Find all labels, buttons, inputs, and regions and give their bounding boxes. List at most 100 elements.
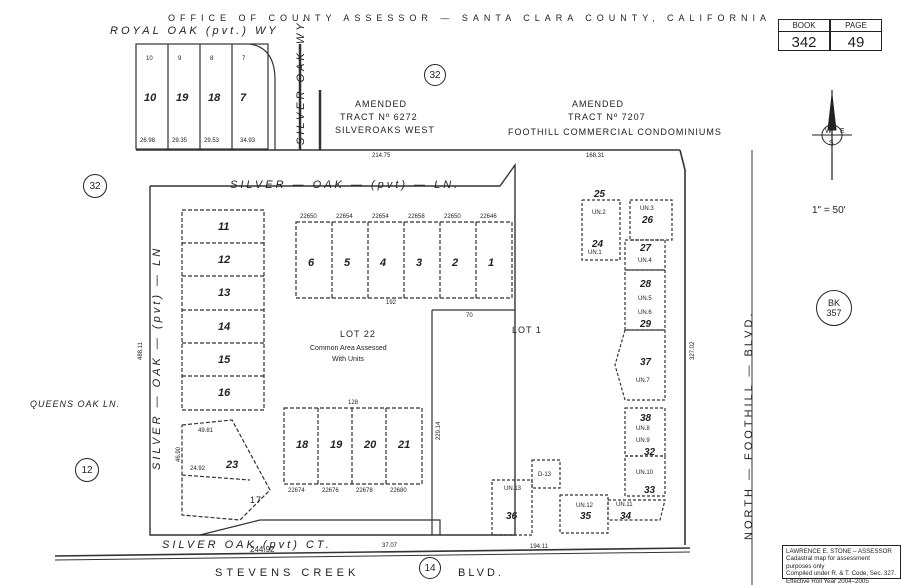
unit-num: 26: [642, 215, 654, 226]
lot-1-label: LOT 1: [512, 325, 542, 335]
dim-70: 70: [466, 313, 473, 319]
dim-49: 49.81: [198, 428, 214, 434]
unit-label: UN.8: [636, 426, 650, 432]
top-lot-num: 9: [178, 56, 182, 62]
mid-lot-label: 2: [452, 257, 459, 269]
unit-num: 29: [640, 319, 652, 330]
lot-22-note2: With Units: [332, 356, 364, 363]
top-lot-dim: 29.35: [172, 138, 188, 144]
bk-ref-line2: 357: [826, 308, 842, 318]
street-silver-oak-ct: SILVER OAK (pvt) CT.: [162, 539, 332, 551]
unit-label: UN.13: [504, 486, 522, 492]
page-caption: PAGE: [831, 20, 881, 32]
street-silver-oak-ln-side: SILVER — OAK — (pvt) — LN: [151, 245, 163, 470]
unit-num: 28: [640, 279, 652, 290]
unit-label: UN.11: [616, 502, 633, 508]
street-silver-oak-wy: SILVER OAK WY.: [295, 15, 307, 145]
unit-num: 33: [644, 485, 656, 496]
mid-lot-label: 5: [344, 257, 351, 269]
top-lot-dim: 26.98: [140, 138, 156, 144]
bottom-lot-id: 22676: [322, 488, 339, 494]
bottom-lot-id: 22678: [356, 488, 373, 494]
lot-22-note1: Common Area Assessed: [310, 345, 387, 352]
unit-num: 27: [640, 243, 652, 254]
map-header: OFFICE OF COUNTY ASSESSOR — SANTA CLARA …: [168, 13, 772, 23]
bottom-lot-label: 21: [398, 439, 411, 451]
top-lot-label: 19: [176, 92, 189, 104]
tract-7207-l1: AMENDED: [572, 99, 625, 109]
top-lot-num: 8: [210, 56, 214, 62]
dim-46: 46.90: [176, 446, 182, 462]
compass-s: S: [829, 140, 834, 147]
ref-circle-12: 12: [75, 458, 99, 482]
unit-label: UN.5: [638, 296, 652, 302]
left-lot-label: 13: [218, 287, 231, 299]
compass-n: N: [829, 118, 835, 125]
compass-icon: [812, 90, 852, 180]
mid-lot-id: 22654: [372, 214, 389, 220]
tract-7207-l3: FOOTHILL COMMERCIAL CONDOMINIUMS: [508, 127, 722, 137]
page-box: PAGE 49: [830, 19, 882, 51]
compass-w: W: [825, 128, 832, 135]
dim-194: 194.11: [530, 544, 548, 550]
mid-lot-id: 22650: [444, 214, 461, 220]
unit-num: 24: [592, 239, 604, 250]
top-lot-dim: 29.53: [204, 138, 220, 144]
compass-e: E: [840, 128, 845, 135]
mid-lot-id: 22658: [408, 214, 425, 220]
tract-6272-l3: SILVEROAKS WEST: [335, 125, 435, 135]
unit-label: UN.4: [638, 258, 652, 264]
credit-line3: Compiled under R. & T. Code, Sec. 327.: [786, 570, 896, 578]
street-silver-oak-ln-top: SILVER — OAK — (pvt) — LN.: [230, 179, 461, 191]
dim-37: 37.07: [382, 543, 398, 549]
bottom-lot-id: 22674: [288, 488, 305, 494]
tract-6272-l2: TRACT Nº 6272: [340, 112, 418, 122]
unit-label: UN.12: [576, 503, 594, 509]
lot-23-label: 23: [226, 459, 239, 471]
dim-168: 168.31: [586, 153, 605, 159]
tract-7207-l2: TRACT Nº 7207: [568, 112, 646, 122]
unit-label: UN.10: [636, 470, 654, 476]
left-lot-label: 11: [218, 221, 230, 233]
street-queens-oak: QUEENS OAK LN.: [30, 399, 121, 409]
unit-label: UN.9: [636, 438, 650, 444]
mid-lot-label: 3: [416, 257, 423, 269]
bk-ref-line1: BK: [827, 298, 840, 308]
left-lot-label: 16: [218, 387, 231, 399]
unit-label: UN.3: [640, 206, 654, 212]
top-lots-block: [135, 43, 269, 150]
book-value: 342: [791, 34, 817, 51]
dim-244: 244.92: [250, 545, 275, 554]
unit-label: UN.1: [588, 250, 602, 256]
top-lot-label: 18: [208, 92, 221, 104]
dim-229: 229.14: [436, 421, 442, 440]
mid-lot-id: 22646: [480, 214, 497, 220]
unit-num: 37: [640, 357, 652, 368]
street-north-foothill: NORTH — FOOTHILL — BLVD.: [743, 310, 755, 541]
unit-label: UN.7: [636, 378, 650, 384]
left-lot-label: 12: [218, 254, 231, 266]
mid-lot-id: 22650: [300, 214, 317, 220]
unit-num: 32: [644, 447, 656, 458]
mid-lot-label: 4: [380, 257, 387, 269]
bottom-lot-label: 19: [330, 439, 343, 451]
top-lot-label: 10: [144, 92, 157, 104]
page-value: 49: [847, 34, 865, 51]
unit-d13: D-13: [538, 472, 552, 478]
bottom-lot-label: 20: [364, 439, 377, 451]
dim-128: 128: [348, 400, 359, 406]
mid-lot-label: 6: [308, 257, 315, 269]
unit-label: UN.6: [638, 310, 652, 316]
dim-192: 192: [386, 300, 397, 306]
ref-circle-32-left: 32: [83, 174, 107, 198]
credit-line1: LAWRENCE E. STONE – ASSESSOR: [786, 548, 892, 555]
top-lot-dim: 34.93: [240, 138, 256, 144]
dim-488: 488.11: [138, 342, 144, 360]
ref-circle-14: 14: [419, 557, 441, 579]
book-box: BOOK 342: [778, 19, 830, 51]
scale-label: 1" = 50': [812, 205, 846, 216]
top-lot-num: 10: [146, 56, 153, 62]
unit-label: UN.2: [592, 210, 606, 216]
credit-line4: Effective Roll Year 2004–2005: [786, 577, 869, 585]
bottom-lot-id: 22680: [390, 488, 407, 494]
